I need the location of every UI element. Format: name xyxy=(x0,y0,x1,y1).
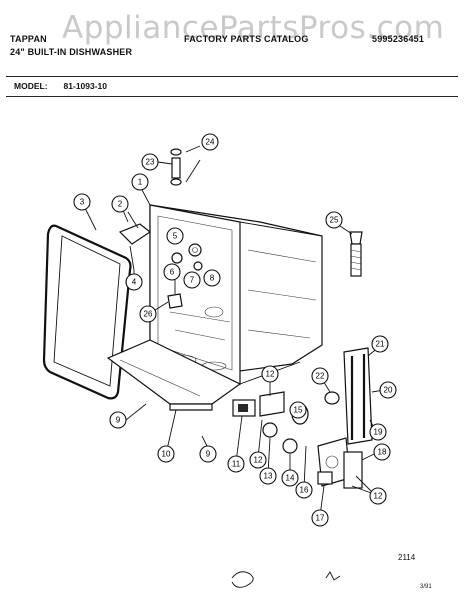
spray-fittings xyxy=(171,243,203,271)
callout-3: 3 xyxy=(73,193,91,211)
callout-5-label: 5 xyxy=(173,232,178,241)
callout-18-label: 18 xyxy=(378,448,387,457)
callout-22: 22 xyxy=(311,367,329,385)
brand-name: TAPPAN xyxy=(10,34,47,44)
callout-9b-label: 9 xyxy=(206,450,211,459)
callout-12a-label: 12 xyxy=(266,370,275,379)
callout-17-label: 17 xyxy=(316,514,325,523)
callout-20: 20 xyxy=(379,381,397,399)
callout-25: 25 xyxy=(325,211,343,229)
callout-5: 5 xyxy=(166,227,184,245)
callout-1-label: 1 xyxy=(138,178,143,187)
callout-6: 6 xyxy=(163,263,181,281)
callout-12c-label: 12 xyxy=(374,492,383,501)
callout-15: 15 xyxy=(289,401,307,419)
callout-4: 4 xyxy=(125,273,143,291)
model-number: 81-1093-10 xyxy=(63,81,108,91)
dispenser-assembly xyxy=(232,376,309,454)
callout-9a-label: 9 xyxy=(116,416,121,425)
hinge-part xyxy=(118,211,152,271)
callout-26: 26 xyxy=(139,305,157,323)
callout-2-label: 2 xyxy=(118,200,123,209)
callout-6-label: 6 xyxy=(170,268,175,277)
callout-24: 24 xyxy=(201,133,219,151)
callout-13: 13 xyxy=(259,467,277,485)
callout-21: 21 xyxy=(371,335,389,353)
catalog-part-number: 5995236451 xyxy=(372,34,425,44)
callout-3-label: 3 xyxy=(80,198,85,207)
catalog-title: FACTORY PARTS CATALOG xyxy=(184,34,309,44)
callout-18: 18 xyxy=(373,443,391,461)
handwritten-mark xyxy=(231,571,254,588)
callout-20-label: 20 xyxy=(384,386,393,395)
callout-15-label: 15 xyxy=(294,406,303,415)
callout-7-label: 7 xyxy=(190,276,195,285)
handwritten-scribble xyxy=(325,571,341,581)
top-clip-assembly xyxy=(170,145,201,186)
revision-date: 3/91 xyxy=(420,584,432,590)
support-bolt xyxy=(349,231,363,277)
callout-16: 16 xyxy=(295,481,313,499)
callout-23: 23 xyxy=(141,153,159,171)
callout-12b: 12 xyxy=(249,451,267,469)
fill-nozzle xyxy=(167,280,183,309)
callout-21-label: 21 xyxy=(376,340,385,349)
callout-12a: 12 xyxy=(261,365,279,383)
callout-17: 17 xyxy=(311,509,329,527)
callout-25-label: 25 xyxy=(330,216,339,225)
callout-9a: 9 xyxy=(109,411,127,429)
page-reference: 2114 xyxy=(398,553,416,562)
callout-2: 2 xyxy=(111,195,129,213)
callout-16-label: 16 xyxy=(300,486,309,495)
callout-13-label: 13 xyxy=(264,472,273,481)
callout-11: 11 xyxy=(227,455,245,473)
callout-19: 19 xyxy=(369,423,387,441)
callout-8-label: 8 xyxy=(210,274,215,283)
model-line: MODEL: 81-1093-10 xyxy=(14,81,123,91)
callout-11-label: 11 xyxy=(232,460,241,469)
callout-14: 14 xyxy=(281,469,299,487)
callout-14-label: 14 xyxy=(286,474,295,483)
callout-9b: 9 xyxy=(199,445,217,463)
callout-7: 7 xyxy=(183,271,201,289)
callout-23-label: 23 xyxy=(146,158,155,167)
callout-10: 10 xyxy=(157,445,175,463)
product-title: 24" BUILT-IN DISHWASHER xyxy=(10,47,133,57)
callout-4-label: 4 xyxy=(132,278,137,287)
callout-26-label: 26 xyxy=(144,310,153,319)
base-plate xyxy=(106,339,242,411)
callout-8: 8 xyxy=(203,269,221,287)
watermark: AppliancePartsPros.com xyxy=(62,10,445,46)
header-divider-top xyxy=(6,76,458,77)
callout-1: 1 xyxy=(131,173,149,191)
vent-assembly xyxy=(317,347,373,489)
callout-24-label: 24 xyxy=(206,138,215,147)
callout-12b-label: 12 xyxy=(254,456,263,465)
door-gasket xyxy=(42,224,132,400)
header-divider-bottom xyxy=(6,96,458,97)
callout-22-label: 22 xyxy=(316,372,325,381)
callout-19-label: 19 xyxy=(374,428,383,437)
callout-12c: 12 xyxy=(369,487,387,505)
callout-10-label: 10 xyxy=(162,450,171,459)
model-label: MODEL: xyxy=(14,81,48,91)
